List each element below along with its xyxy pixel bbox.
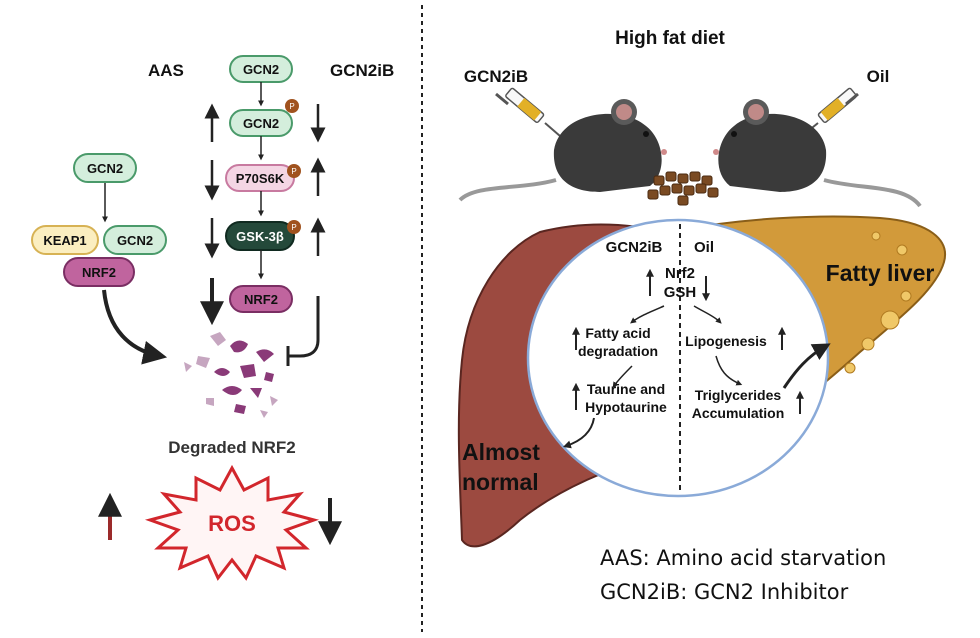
- syringe-right-icon: [801, 87, 859, 137]
- fatty-acid-text-1: Fatty acid: [585, 325, 650, 341]
- legend-aas: AAS: Amino acid starvation: [600, 546, 887, 570]
- fatty-acid-text-2: degradation: [578, 343, 658, 359]
- food-pellets: [647, 171, 719, 206]
- circle-gcn2ib: GCN2iB: [606, 239, 663, 256]
- phospho-icon: [287, 164, 301, 178]
- gcn2-single-node: [73, 153, 137, 183]
- gcn2-node-top-label: GCN2: [243, 62, 279, 77]
- lipogenesis-text: Lipogenesis: [685, 333, 767, 349]
- mechanism-circle: [526, 218, 830, 498]
- ros-label: ROS: [208, 511, 256, 536]
- keap1-node: [31, 225, 99, 255]
- nrf2-node-label: NRF2: [244, 292, 278, 307]
- phospho-icon: [287, 220, 301, 234]
- fatty-liver-label: Fatty liver: [826, 260, 935, 286]
- svg-text:GCN2: GCN2: [117, 233, 153, 248]
- degraded-label: Degraded NRF2: [168, 438, 296, 457]
- syringe-left-icon: [495, 87, 561, 137]
- mouse-right-icon: [713, 99, 922, 208]
- fat-droplets: [844, 231, 912, 374]
- pathway-column: GCN2 GCN2 P P70S6K P GSK-3β P NRF2: [225, 55, 301, 313]
- svg-text:KEAP1: KEAP1: [43, 233, 86, 248]
- degraded-fragments: [184, 332, 278, 418]
- degradation-arrow: [102, 289, 168, 365]
- circle-gsh: GSH: [664, 284, 697, 301]
- hfd-title: High fat diet: [615, 28, 725, 49]
- svg-text:P: P: [289, 102, 294, 111]
- left-injection-label: GCN2iB: [464, 67, 528, 86]
- inhibition-line: [288, 296, 320, 358]
- svg-text:P: P: [291, 223, 296, 232]
- svg-text:P: P: [291, 167, 296, 176]
- mouse-left-icon: [458, 99, 667, 202]
- almost-normal-1: Almost: [462, 439, 540, 465]
- gcn2-bound-node: [103, 225, 167, 255]
- aas-label: AAS: [148, 61, 184, 80]
- svg-text:NRF2: NRF2: [82, 265, 116, 280]
- circle-nrf2: Nrf2: [665, 265, 695, 282]
- trig-text-2: Accumulation: [692, 405, 785, 421]
- gsk3b-node: [225, 221, 295, 251]
- gsk3b-node-label: GSK-3β: [236, 229, 284, 244]
- right-injection-label: Oil: [867, 67, 890, 86]
- gcn2ib-label: GCN2iB: [330, 61, 394, 80]
- gcn2-p-node-label: GCN2: [243, 116, 279, 131]
- taurine-text-2: Hypotaurine: [585, 399, 667, 415]
- circle-oil: Oil: [694, 239, 714, 256]
- nrf2-complex-node: [63, 257, 135, 287]
- svg-text:GCN2: GCN2: [87, 161, 123, 176]
- phospho-icon: [285, 99, 299, 113]
- to-normal-arrow: [562, 417, 595, 449]
- legend-gcn2ib: GCN2iB: GCN2 Inhibitor: [600, 580, 849, 604]
- ros-starburst: [144, 464, 320, 581]
- to-fatty-arrow: [782, 343, 831, 389]
- keap1-complex: GCN2 KEAP1 GCN2 NRF2: [31, 153, 167, 287]
- almost-normal-2: normal: [462, 469, 539, 495]
- p70s6k-node-label: P70S6K: [236, 171, 285, 186]
- trig-text-1: Triglycerides: [695, 387, 782, 403]
- nrf2-node: [229, 285, 293, 313]
- taurine-text-1: Taurine and: [587, 381, 665, 397]
